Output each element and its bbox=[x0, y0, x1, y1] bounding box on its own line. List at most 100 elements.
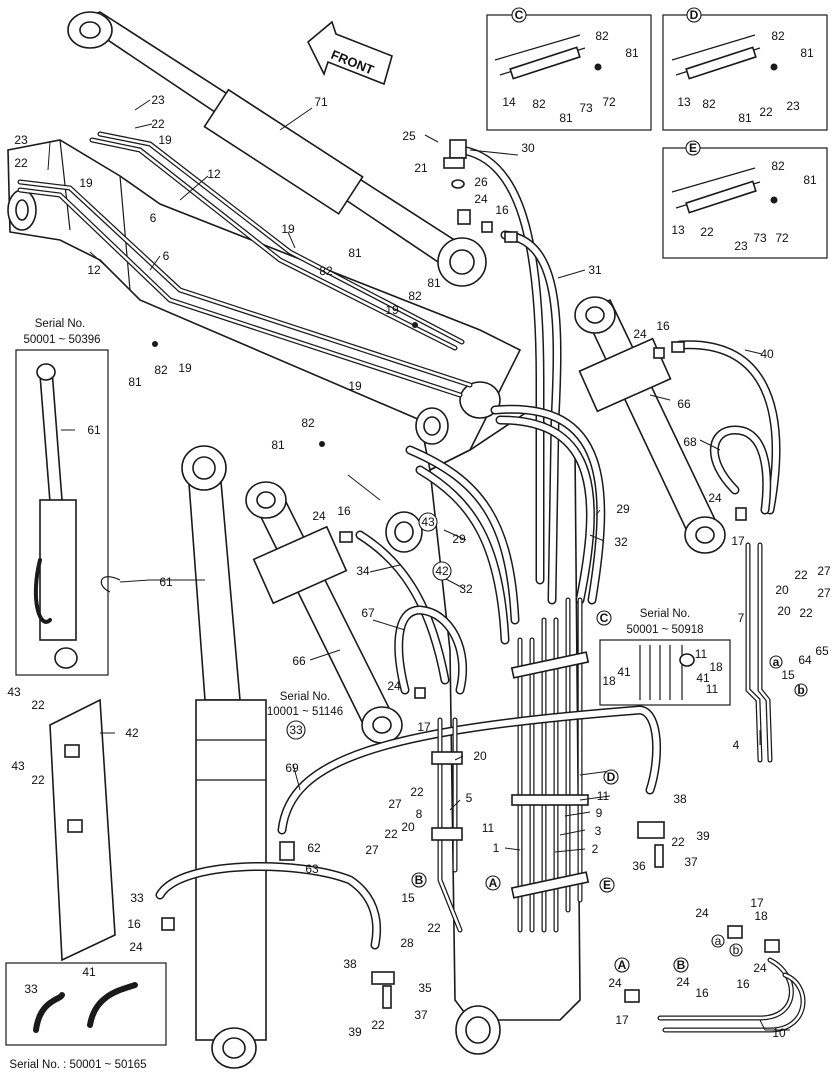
pn-22e: 22 bbox=[31, 773, 45, 787]
pn-11b: 11 bbox=[706, 682, 719, 696]
ref-a-small: a bbox=[715, 934, 722, 948]
detail-c-82b: 82 bbox=[532, 97, 546, 111]
pn-6a: 6 bbox=[150, 211, 157, 225]
detail-e-letter: E bbox=[689, 141, 697, 155]
boom-long-pipes bbox=[510, 597, 590, 933]
detail-e-73: 73 bbox=[753, 231, 767, 245]
pn-1: 1 bbox=[493, 841, 500, 855]
pn-29a: 29 bbox=[452, 532, 466, 546]
pn-24h: 24 bbox=[753, 961, 767, 975]
serial-bottom-left: Serial No. : 50001 ~ 50165 bbox=[9, 1059, 146, 1071]
pn-20c: 20 bbox=[473, 749, 487, 763]
pn-16d: 16 bbox=[127, 917, 141, 931]
pn-22g: 22 bbox=[384, 827, 398, 841]
reference-markers bbox=[286, 7, 808, 973]
pn-12a: 12 bbox=[207, 167, 221, 181]
pn-81a: 81 bbox=[348, 246, 362, 260]
serial-right-title: Serial No. bbox=[640, 608, 691, 620]
pn-69: 69 bbox=[285, 761, 299, 775]
ref-b-bottom: B bbox=[677, 958, 686, 972]
pn-24c: 24 bbox=[312, 509, 326, 523]
pn-22b: 22 bbox=[14, 156, 28, 170]
pn-27b: 27 bbox=[817, 586, 831, 600]
pn-16c: 16 bbox=[337, 504, 351, 518]
pn-7: 7 bbox=[738, 611, 745, 625]
detail-box-e bbox=[662, 147, 828, 259]
pn-19d: 19 bbox=[385, 303, 399, 317]
pn-66a: 66 bbox=[677, 397, 691, 411]
labels: Serial No. 50001 ~ 50396 Serial No. 1000… bbox=[7, 8, 831, 1071]
pn-19f: 19 bbox=[348, 379, 362, 393]
pn-20b: 20 bbox=[777, 604, 791, 618]
pn-17d: 17 bbox=[615, 1013, 629, 1027]
pn-38b: 38 bbox=[343, 957, 357, 971]
inset-hoses-50165 bbox=[5, 962, 167, 1046]
ref-43: 43 bbox=[421, 515, 435, 529]
serial-mid-title: Serial No. bbox=[280, 691, 331, 703]
pn-28: 28 bbox=[400, 936, 414, 950]
detail-d-82b: 82 bbox=[702, 97, 716, 111]
pn-16e: 16 bbox=[736, 977, 750, 991]
ref-c: C bbox=[600, 611, 609, 625]
right-pipes bbox=[745, 542, 773, 763]
detail-e-72: 72 bbox=[775, 231, 789, 245]
pn-19e: 19 bbox=[178, 361, 192, 375]
pn-22j: 22 bbox=[371, 1018, 385, 1032]
detail-d-23: 23 bbox=[786, 99, 800, 113]
pn-17c: 17 bbox=[750, 896, 764, 910]
pn-24e: 24 bbox=[387, 679, 401, 693]
pn-41a: 41 bbox=[617, 665, 631, 679]
pn-36: 36 bbox=[632, 859, 646, 873]
pn-31: 31 bbox=[588, 263, 602, 277]
serial-mid-range: 10001 ~ 51146 bbox=[267, 706, 343, 718]
pn-82c: 82 bbox=[154, 363, 168, 377]
leader-lines bbox=[47, 99, 790, 1031]
detail-e-22: 22 bbox=[700, 225, 714, 239]
inset-serial-50918 bbox=[599, 639, 731, 706]
detail-d-81: 81 bbox=[800, 46, 814, 60]
pn-22h: 22 bbox=[671, 835, 685, 849]
detail-c-73: 73 bbox=[579, 101, 593, 115]
pn-8: 8 bbox=[416, 807, 423, 821]
ref-a-right: a bbox=[773, 655, 780, 669]
pn-24f: 24 bbox=[129, 940, 143, 954]
ref-a-bottom: A bbox=[618, 958, 627, 972]
bracket-plate bbox=[49, 698, 116, 962]
pn-18a: 18 bbox=[709, 660, 723, 674]
mid-pipes bbox=[431, 717, 463, 933]
pn-43a: 43 bbox=[7, 685, 21, 699]
hoses-30-31 bbox=[457, 145, 562, 605]
ref-d: D bbox=[607, 770, 616, 784]
detail-e-81: 81 bbox=[803, 173, 817, 187]
pn-65: 65 bbox=[815, 644, 829, 658]
detail-d-13: 13 bbox=[677, 95, 691, 109]
arm-cylinder-right bbox=[574, 296, 726, 554]
pn-22f: 22 bbox=[410, 785, 424, 799]
detail-d-22: 22 bbox=[759, 105, 773, 119]
pn-9: 9 bbox=[596, 806, 603, 820]
pn-24-right: 24 bbox=[708, 491, 722, 505]
pn-17-right: 17 bbox=[731, 534, 745, 548]
pn-34: 34 bbox=[356, 564, 370, 578]
pn-43b: 43 bbox=[11, 759, 25, 773]
detail-c-81: 81 bbox=[625, 46, 639, 60]
detail-d-letter: D bbox=[690, 8, 699, 22]
pn-16b: 16 bbox=[656, 319, 670, 333]
pn-25: 25 bbox=[402, 129, 416, 143]
inset-cylinder-50396 bbox=[15, 349, 121, 676]
pn-42: 42 bbox=[125, 726, 139, 740]
serial-right-range: 50001 ~ 50918 bbox=[626, 624, 703, 636]
ref-e: E bbox=[603, 878, 611, 892]
serial-top-left-range: 50001 ~ 50396 bbox=[23, 334, 100, 346]
pn-21: 21 bbox=[414, 161, 428, 175]
pn-29b: 29 bbox=[616, 502, 630, 516]
pn-33b: 33 bbox=[24, 982, 38, 996]
pn-17b: 17 bbox=[417, 720, 431, 734]
pn-40: 40 bbox=[760, 347, 774, 361]
pn-38a: 38 bbox=[673, 792, 687, 806]
pn-22i: 22 bbox=[427, 921, 441, 935]
ref-33: 33 bbox=[289, 723, 303, 737]
pn-35: 35 bbox=[418, 981, 432, 995]
pn-24i: 24 bbox=[608, 976, 622, 990]
pn-24b: 24 bbox=[633, 327, 647, 341]
